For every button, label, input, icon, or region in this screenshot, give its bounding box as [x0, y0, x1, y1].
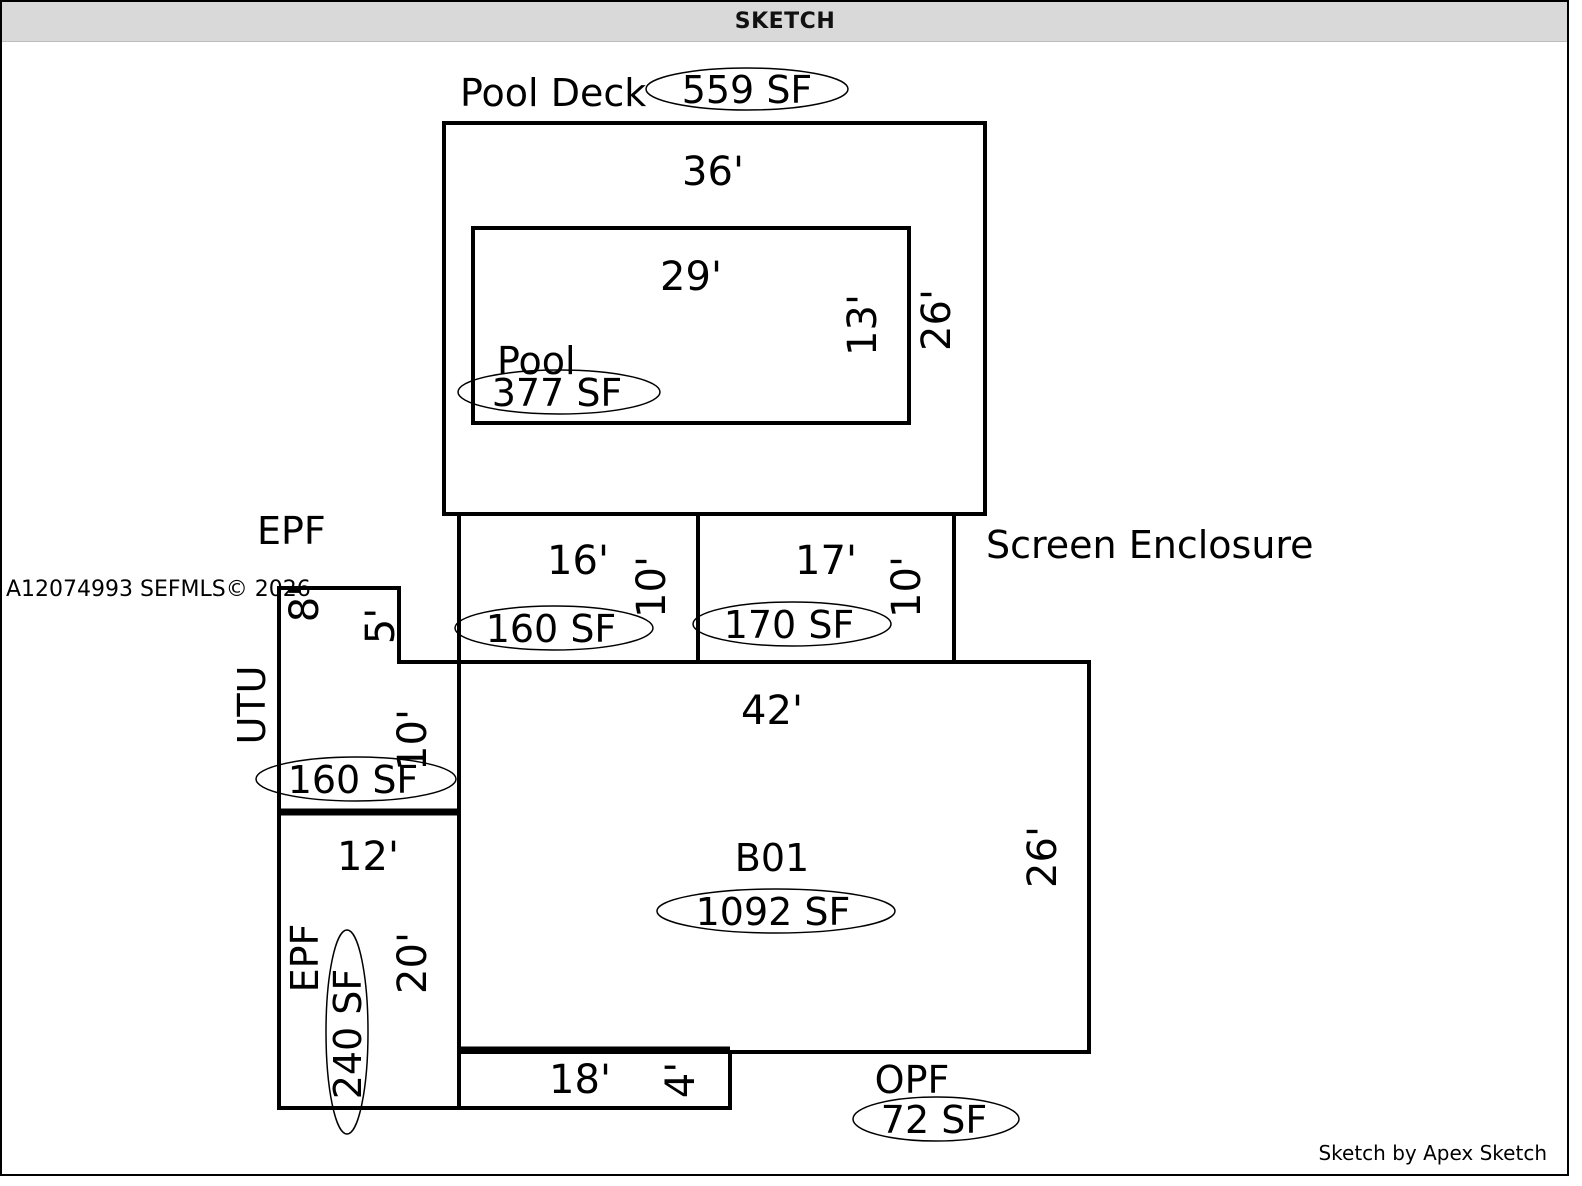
pool-outline	[471, 226, 911, 425]
sketch-header: SKETCH	[2, 2, 1568, 42]
utu-notch-dim: 5'	[358, 608, 404, 644]
pool-deck-area-ellipse	[645, 67, 849, 111]
pool-area-ellipse	[457, 369, 661, 415]
pool-width-dim: 29'	[660, 254, 722, 300]
utu-area-ellipse	[255, 756, 457, 802]
opf-outline	[459, 1050, 732, 1110]
epf-lower-area: 240 SF	[326, 969, 370, 1100]
pool-label: Pool	[497, 339, 576, 383]
screen-enclosure-label: Screen Enclosure	[986, 523, 1314, 567]
pool-area: 377 SF	[492, 371, 623, 415]
b01-width-dim: 42'	[741, 688, 803, 734]
epf-lower-outline	[277, 812, 461, 1110]
screen-enclosure-area: 170 SF	[724, 603, 855, 647]
opf-label: OPF	[875, 1058, 950, 1102]
pool-deck-area: 559 SF	[682, 68, 813, 112]
pool-deck-label: Pool Deck	[460, 71, 646, 115]
b01-label: B01	[735, 836, 809, 880]
pool-deck-width-dim: 36'	[682, 149, 744, 195]
pool-deck-outline	[442, 121, 987, 516]
pool-depth-dim: 13'	[840, 294, 886, 356]
mls-watermark: A12074993 SEFMLS© 2026	[6, 577, 311, 602]
epf-upper-depth-dim: 10'	[629, 556, 675, 618]
epf-upper-area: 160 SF	[486, 607, 617, 651]
utu-outline	[277, 586, 459, 812]
epf-upper-area-ellipse	[454, 605, 654, 651]
epf-lower-width-dim: 12'	[337, 834, 399, 880]
utu-area: 160 SF	[288, 758, 419, 802]
utu-top-dim: 8'	[282, 586, 328, 622]
screen-enclosure-depth-dim: 10'	[884, 556, 930, 618]
opf-area: 72 SF	[881, 1098, 987, 1142]
opf-depth-dim: 4'	[658, 1062, 704, 1098]
screen-enclosure-width-dim: 17'	[795, 538, 857, 584]
header-title: SKETCH	[734, 9, 836, 34]
opf-width-dim: 18'	[549, 1057, 611, 1103]
epf-lower-depth-dim: 20'	[390, 932, 436, 994]
b01-depth-dim: 26'	[1020, 826, 1066, 888]
epf-upper-width-dim: 16'	[547, 538, 609, 584]
b01-area-ellipse	[656, 888, 896, 934]
apex-credit: Sketch by Apex Sketch	[1318, 1141, 1547, 1165]
epf-lower-area-ellipse	[325, 929, 369, 1135]
pool-deck-depth-dim: 26'	[914, 289, 960, 351]
epf-upper-label: EPF	[257, 509, 326, 553]
opf-area-ellipse	[852, 1096, 1020, 1142]
b01-area: 1092 SF	[696, 890, 851, 934]
screen-enclosure-area-ellipse	[692, 601, 892, 647]
epf-lower-label: EPF	[283, 924, 327, 993]
utu-label: UTU	[230, 666, 274, 745]
